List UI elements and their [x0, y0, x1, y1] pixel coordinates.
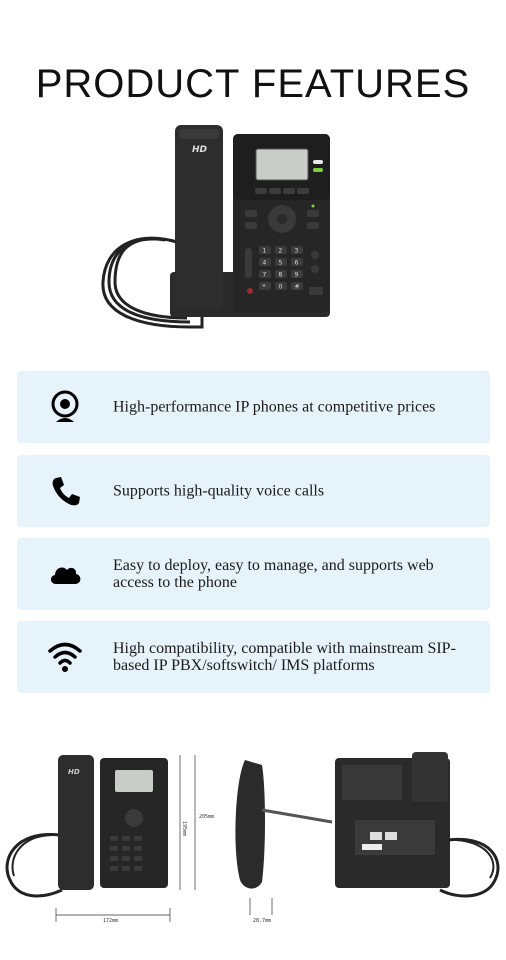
front-view: HD 172mm 195mm 205mm	[5, 755, 214, 924]
keypad: 1 2 3 4 5 6 7 8 9 * 0 #	[259, 246, 303, 291]
feature-text: High compatibility, compatible with main…	[113, 640, 456, 674]
feature-text: High-performance IP phones at competitiv…	[113, 398, 436, 416]
keypad-key	[259, 282, 271, 290]
phone-icon	[52, 477, 80, 506]
keypad-key	[291, 258, 303, 266]
wifi-icon	[48, 642, 82, 672]
cloud-icon	[50, 567, 81, 584]
keypad-key	[275, 270, 287, 278]
feature-card-compatibility: High compatibility, compatible with main…	[17, 621, 490, 693]
feature-card-voice: Supports high-quality voice calls	[17, 455, 490, 527]
keypad-key-label: 2	[279, 248, 283, 255]
keypad-key	[259, 270, 271, 278]
keypad-key-label: 4	[263, 260, 267, 267]
keypad-key	[275, 246, 287, 254]
coiled-cord	[101, 236, 204, 329]
keypad-key	[291, 246, 303, 254]
hd-badge: HD	[68, 768, 80, 776]
keypad-key-label: 5	[279, 260, 283, 267]
lcd-screen	[255, 148, 309, 181]
back-view	[335, 752, 500, 898]
phone-dimension-views: HD 172mm 195mm 205mm 28.7mm	[5, 752, 500, 924]
keypad-key	[291, 270, 303, 278]
handset	[175, 125, 223, 310]
keypad-key	[275, 282, 287, 290]
ip-phone-front-image: HD 1 2 3 4 5 6 7 8 9 * 0 #	[101, 125, 330, 329]
webcam-icon	[51, 390, 79, 422]
width-label: 172mm	[103, 918, 118, 924]
side-view: 28.7mm	[235, 760, 333, 924]
depth-label: 28.7mm	[253, 918, 271, 924]
feature-card-deploy: Easy to deploy, easy to manage, and supp…	[17, 538, 490, 610]
keypad-key-label: 6	[295, 260, 299, 267]
keypad-key-label: *	[263, 284, 266, 291]
height-label: 195mm	[181, 821, 187, 836]
keypad-key-label: 1	[263, 248, 267, 255]
page-title: PRODUCT FEATURES	[35, 62, 471, 106]
feature-text: Easy to deploy, easy to manage, and supp…	[113, 557, 434, 591]
keypad-key	[275, 258, 287, 266]
keypad-key	[259, 246, 271, 254]
keypad-key-label: #	[295, 284, 300, 291]
feature-card-performance: High-performance IP phones at competitiv…	[17, 371, 490, 443]
keypad-key-label: 0	[279, 284, 283, 291]
keypad-key	[259, 258, 271, 266]
keypad-key-label: 7	[263, 272, 267, 279]
keypad-key-label: 9	[295, 272, 299, 279]
hd-badge: HD	[192, 145, 208, 155]
keypad-key	[291, 282, 303, 290]
height-stand-label: 205mm	[199, 814, 214, 820]
keypad-key-label: 8	[279, 272, 283, 279]
feature-text: Supports high-quality voice calls	[113, 482, 325, 500]
keypad-key-label: 3	[295, 248, 299, 255]
